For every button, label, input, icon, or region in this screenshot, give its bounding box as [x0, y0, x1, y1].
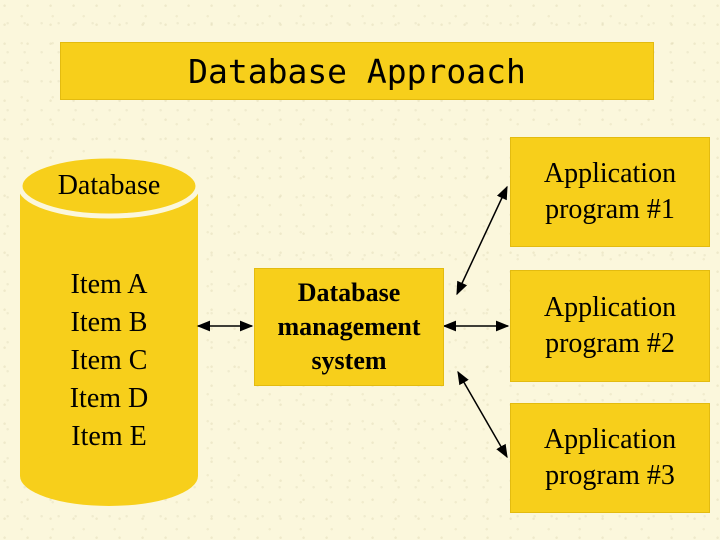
application-line: Application [543, 157, 677, 189]
database-item: Item C [70, 345, 148, 376]
page-title: Database Approach [188, 51, 526, 91]
database-items: Item A Item B Item C Item D Item E [20, 266, 198, 456]
title-banner: Database Approach [60, 42, 654, 100]
application-line: Application [543, 423, 677, 455]
database-item: Item A [70, 269, 148, 300]
database-item: Item D [69, 383, 149, 414]
application-box-3: Application program #3 [510, 403, 710, 513]
arrow-dbms-app3 [457, 370, 508, 459]
application-line: program #1 [545, 194, 675, 225]
application-line: program #3 [545, 460, 675, 491]
application-box-1: Application program #1 [510, 137, 710, 247]
dbms-line: system [311, 345, 387, 375]
database-item: Item E [71, 421, 147, 452]
dbms-box: Database management system [254, 268, 444, 386]
dbms-line: management [277, 312, 421, 342]
application-line: program #2 [545, 328, 675, 359]
application-box-2: Application program #2 [510, 270, 710, 382]
database-item: Item B [70, 307, 148, 338]
arrow-dbms-app1 [456, 185, 508, 296]
application-line: Application [543, 291, 677, 323]
dbms-line: Database [297, 278, 401, 308]
database-cylinder [17, 153, 201, 506]
database-label: Database [57, 170, 161, 201]
